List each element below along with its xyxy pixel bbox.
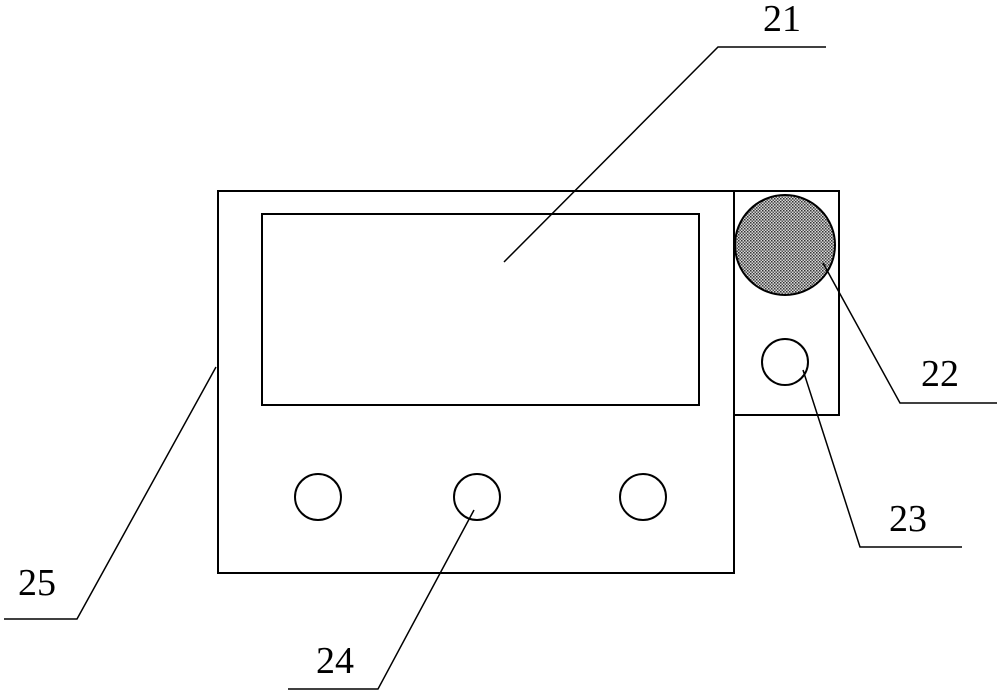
display-screen: [262, 214, 699, 405]
label-25: 25: [18, 562, 56, 604]
label-21: 21: [763, 0, 801, 40]
front-button-right: [620, 474, 666, 520]
indicator-light: [735, 195, 835, 295]
side-button: [762, 339, 808, 385]
label-22: 22: [921, 353, 959, 395]
leader-line-22: [823, 263, 997, 403]
leader-line-23: [803, 370, 962, 547]
front-button-left: [295, 474, 341, 520]
label-24: 24: [316, 640, 354, 682]
front-button-center: [454, 474, 500, 520]
label-23: 23: [889, 498, 927, 540]
